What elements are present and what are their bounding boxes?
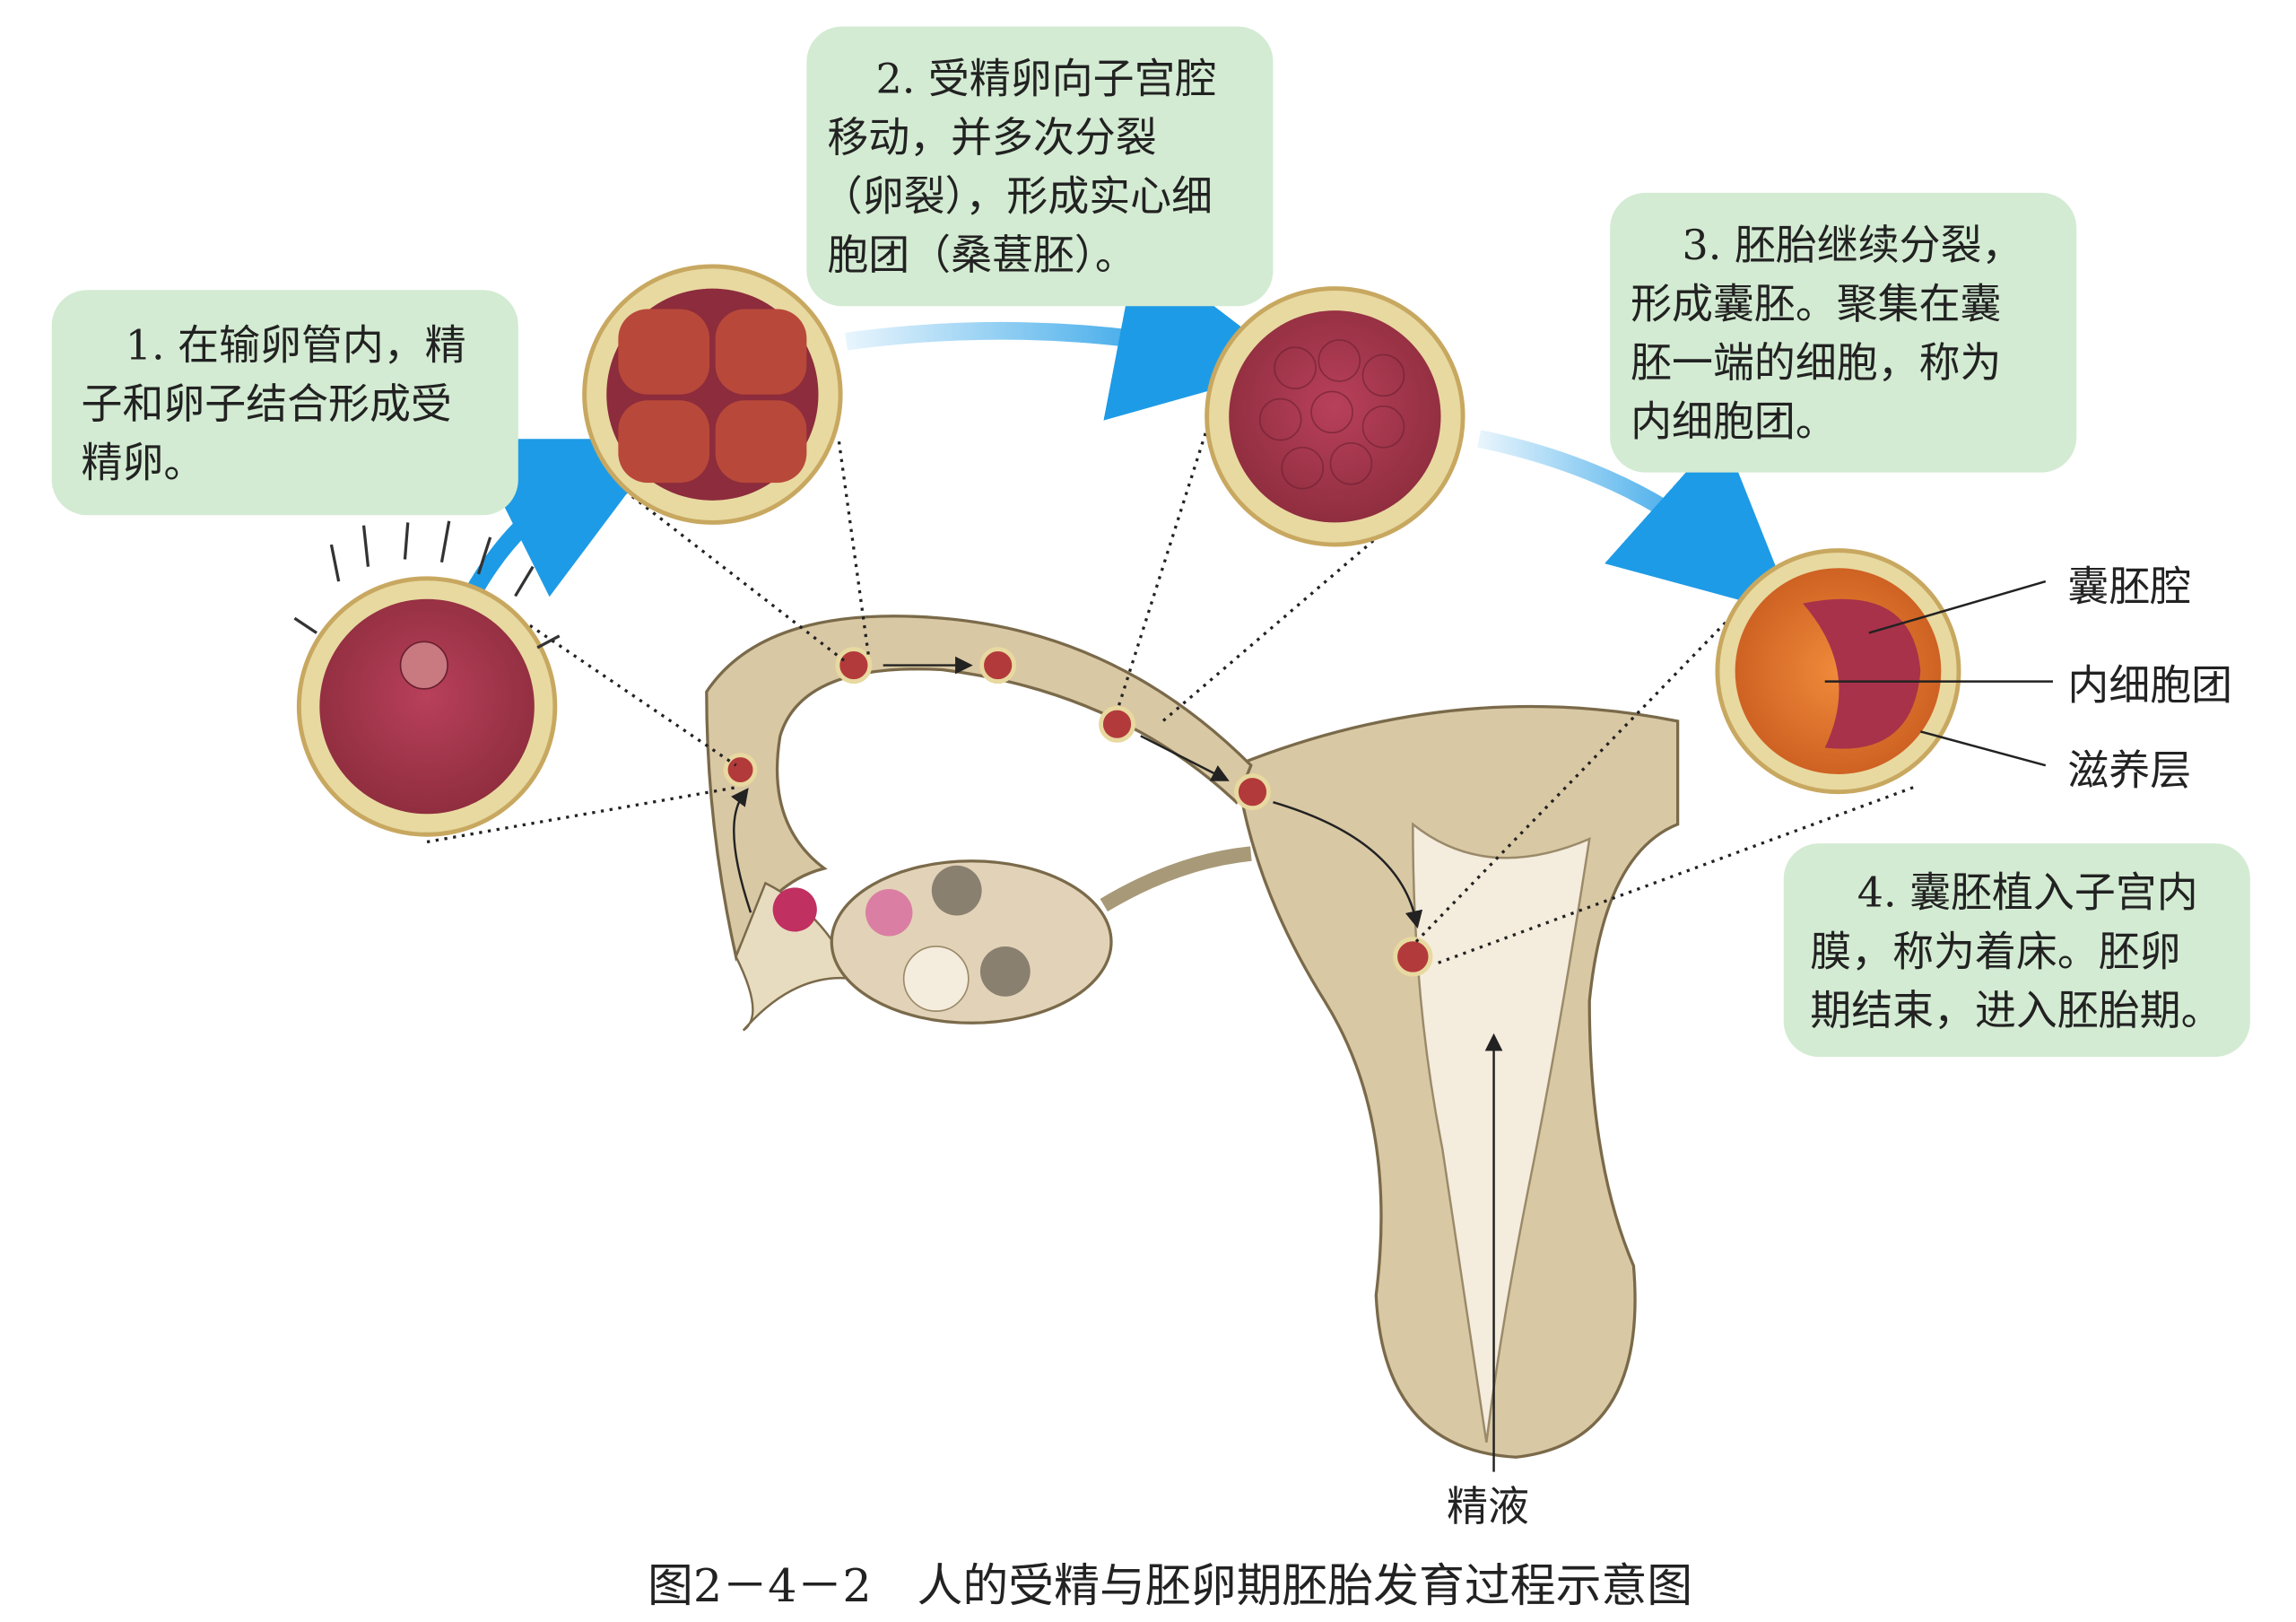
blastocyst (1715, 548, 2054, 795)
label-semen: 精液 (1447, 1482, 1529, 1530)
figure-caption: 图2－4－2 人的受精与胚卵期胚胎发育过程示意图 (648, 1559, 1692, 1612)
step-4-callout: 4. 囊胚植入子宫内膜，称为着床。胚卵期结束，进入胚胎期。 (1783, 843, 2250, 1057)
svg-text:1. 在输卵管内，精子和卵子结合形成受精卵。: 1. 在输卵管内，精子和卵子结合形成受精卵。 (82, 320, 466, 486)
four-cell-embryo (582, 264, 843, 525)
zygote-cell (293, 520, 561, 837)
guide-lines (426, 382, 1914, 966)
label-trophoblast: 滋养层 (2067, 746, 2191, 794)
step-3-callout: 3. 胚胎继续分裂，形成囊胚。聚集在囊胚一端的细胞，称为内细胞团。 (1610, 192, 2077, 473)
svg-text:2. 受精卵向子宫腔移动，并多次分裂（卵裂），形成实心细胞团: 2. 受精卵向子宫腔移动，并多次分裂（卵裂），形成实心细胞团（桑葚胚）。 (822, 54, 1217, 279)
label-blastocoel: 囊胚腔 (2067, 562, 2191, 610)
label-inner-cell-mass: 内细胞团 (2067, 660, 2232, 709)
step-2-callout: 2. 受精卵向子宫腔移动，并多次分裂（卵裂），形成实心细胞团（桑葚胚）。 (806, 26, 1274, 307)
svg-text:4. 囊胚植入子宫内膜，称为着床。胚卵期结束，进入胚胎期。: 4. 囊胚植入子宫内膜，称为着床。胚卵期结束，进入胚胎期。 (1810, 868, 2222, 1034)
svg-text:3. 胚胎继续分裂，形成囊胚。聚集在囊胚一端的细胞，称为内细: 3. 胚胎继续分裂，形成囊胚。聚集在囊胚一端的细胞，称为内细胞团。 (1631, 221, 2022, 446)
uterus-illustration (705, 615, 1680, 1472)
progression-arrows (463, 247, 1796, 615)
step-1-callout: 1. 在输卵管内，精子和卵子结合形成受精卵。 (51, 290, 518, 516)
morula (1205, 286, 1465, 547)
